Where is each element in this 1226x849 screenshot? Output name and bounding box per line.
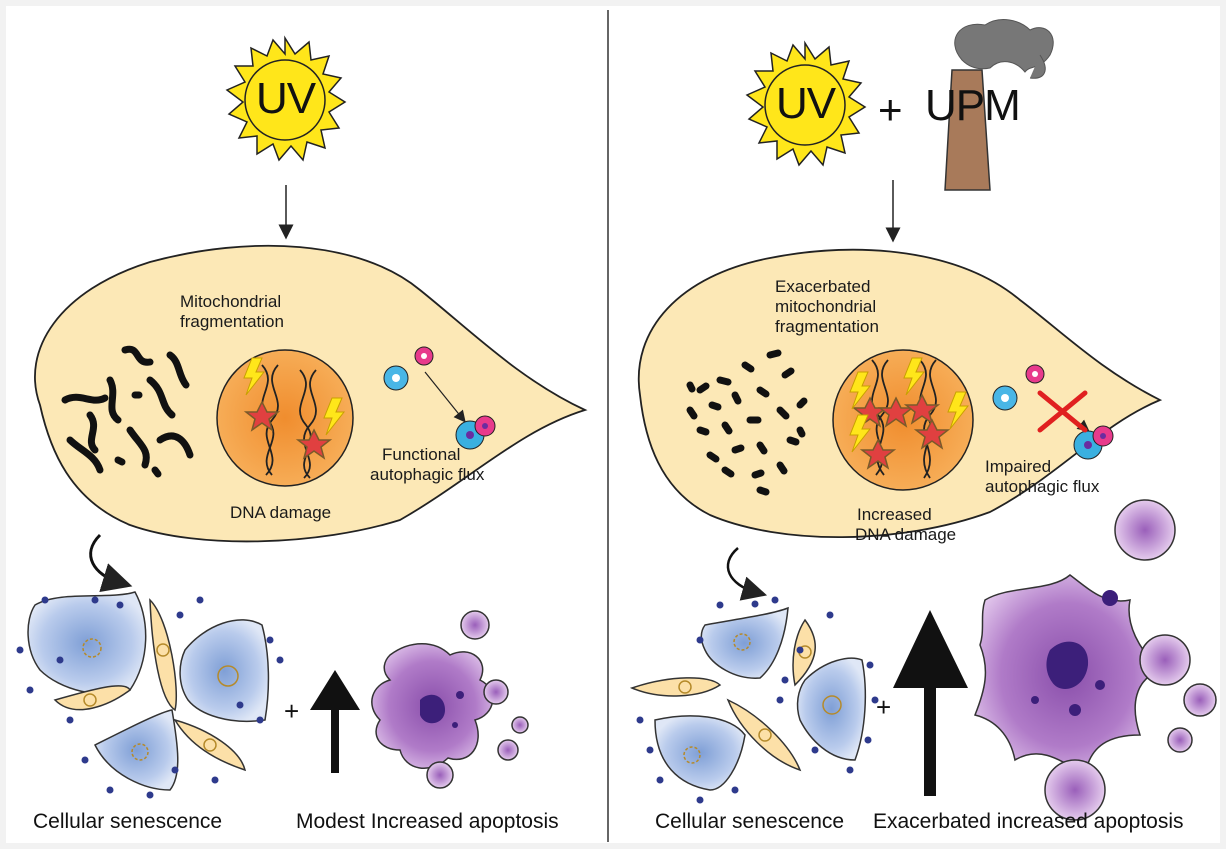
mito-label-line: fragmentation: [180, 312, 284, 331]
lightning-icon: [849, 357, 970, 453]
apoptosis-label: Modest Increased apoptosis: [296, 810, 559, 833]
sasp-dots: [636, 596, 879, 804]
sun-icon: [225, 35, 347, 162]
autophagy-label-line: autophagic flux: [985, 477, 1100, 496]
autophagy-label: Functional autophagic flux: [370, 445, 484, 485]
increase-arrow: [893, 610, 968, 796]
uv-label: UV: [776, 79, 836, 128]
damage-star-icon: [243, 400, 333, 460]
apoptotic-cell: [371, 610, 529, 789]
mitochondria-fragments: [686, 349, 808, 496]
plus-sign: +: [284, 696, 300, 726]
autophagy-label-line: Functional: [382, 445, 461, 464]
senescence-label: Cellular senescence: [33, 810, 223, 833]
lightning-icon: [243, 357, 346, 436]
mito-label-line: Exacerbated: [775, 277, 871, 296]
autophagy-label: Impaired autophagic flux: [985, 457, 1099, 497]
autophagy-label-line: autophagic flux: [370, 465, 485, 484]
sasp-dots: [16, 596, 284, 799]
red-x-icon: [1037, 390, 1088, 433]
autophagosome-icon: [992, 364, 1114, 460]
dna-label-line: Increased: [857, 505, 932, 524]
uv-label: UV: [256, 74, 316, 123]
dna-label: DNA damage: [230, 503, 332, 522]
mito-label-line: fragmentation: [775, 317, 879, 336]
mito-label-line: Mitochondrial: [180, 292, 282, 311]
damage-star-icon: [851, 393, 951, 470]
upm-label: UPM: [925, 81, 1021, 130]
senescent-cells: [629, 606, 867, 791]
curved-arrow: [726, 547, 768, 601]
apoptotic-cell: [973, 499, 1217, 821]
mito-label-line: mitochondrial: [775, 297, 877, 316]
autophagy-label-line: Impaired: [985, 457, 1052, 476]
dna-label: Increased DNA damage: [855, 505, 956, 545]
senescence-label: Cellular senescence: [655, 810, 845, 833]
mito-label: Mitochondrial fragmentation: [180, 292, 284, 332]
mito-label: Exacerbated mitochondrial fragmentation: [775, 277, 879, 337]
increase-arrow: [310, 670, 360, 773]
plus-sign: +: [876, 692, 892, 722]
curved-arrow: [89, 533, 133, 592]
mitochondria-fragments: [61, 345, 194, 478]
sun-icon: [745, 40, 867, 167]
senescent-cells: [27, 591, 270, 791]
autophagosome-icon: [383, 346, 496, 450]
dna-label-line: DNA damage: [855, 525, 957, 544]
plus-sign: +: [878, 86, 903, 133]
apoptosis-label: Exacerbated increased apoptosis: [873, 810, 1184, 833]
smokestack-icon: [944, 19, 1054, 191]
